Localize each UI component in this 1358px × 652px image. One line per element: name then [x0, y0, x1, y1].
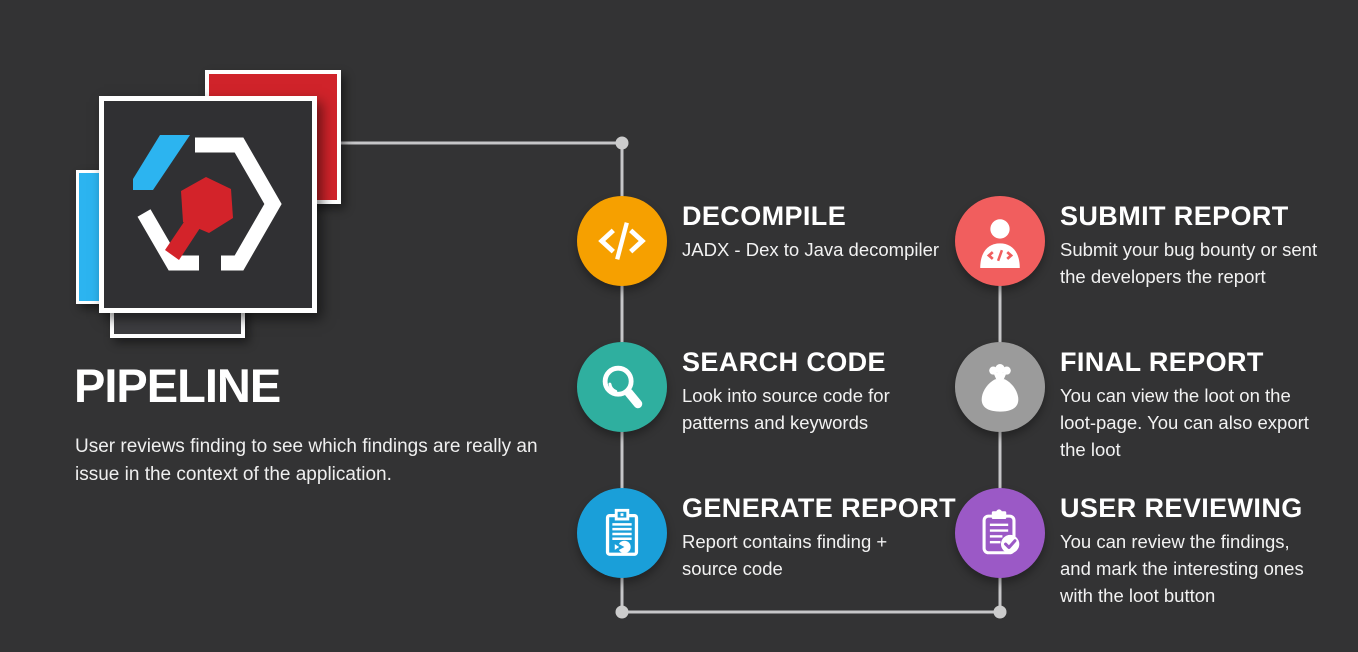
person-code-icon: [980, 219, 1020, 268]
loot-bag-icon: [981, 364, 1019, 412]
step-description: Look into source code for patterns and k…: [682, 385, 890, 433]
page-subtitle: User reviews finding to see which findin…: [75, 436, 538, 485]
step-title: SUBMIT REPORT: [1060, 201, 1289, 231]
step-circle-search-code: [577, 342, 667, 432]
logo-main-square: [99, 96, 317, 313]
step-description: Submit your bug bounty or sent the devel…: [1060, 239, 1318, 287]
connector-dot: [615, 136, 629, 150]
step-search-code: SEARCH CODE Look into source code for pa…: [577, 342, 997, 452]
page-title: PIPELINE: [74, 359, 281, 412]
step-user-reviewing: USER REVIEWING You can review the findin…: [955, 488, 1358, 606]
code-icon: [598, 222, 646, 260]
step-circle-final-report: [955, 342, 1045, 432]
step-circle-submit-report: [955, 196, 1045, 286]
step-circle-decompile: [577, 196, 667, 286]
clipboard-check-icon: [982, 509, 1020, 555]
step-description: You can review the findings, and mark th…: [1060, 531, 1304, 606]
logo-hexagon-icon: [133, 135, 282, 271]
step-title: FINAL REPORT: [1060, 347, 1264, 377]
report-icon: [605, 508, 639, 556]
step-circle-user-reviewing: [955, 488, 1045, 578]
search-icon: [602, 365, 643, 409]
step-description: Report contains finding + source code: [682, 531, 888, 579]
step-decompile: DECOMPILE JADX - Dex to Java decompiler: [577, 196, 997, 306]
step-description: You can view the loot on the loot-page. …: [1060, 385, 1309, 460]
step-title: SEARCH CODE: [682, 347, 886, 377]
connector-dot: [993, 605, 1007, 619]
connector-dot: [615, 605, 629, 619]
step-generate-report: GENERATE REPORT Report contains finding …: [577, 488, 997, 598]
step-submit-report: SUBMIT REPORT Submit your bug bounty or …: [955, 196, 1358, 306]
step-title: DECOMPILE: [682, 201, 847, 231]
step-title: GENERATE REPORT: [682, 493, 957, 523]
step-final-report: FINAL REPORT You can view the loot on th…: [955, 342, 1358, 460]
step-description: JADX - Dex to Java decompiler: [682, 239, 940, 260]
step-circle-generate-report: [577, 488, 667, 578]
step-title: USER REVIEWING: [1060, 493, 1303, 523]
